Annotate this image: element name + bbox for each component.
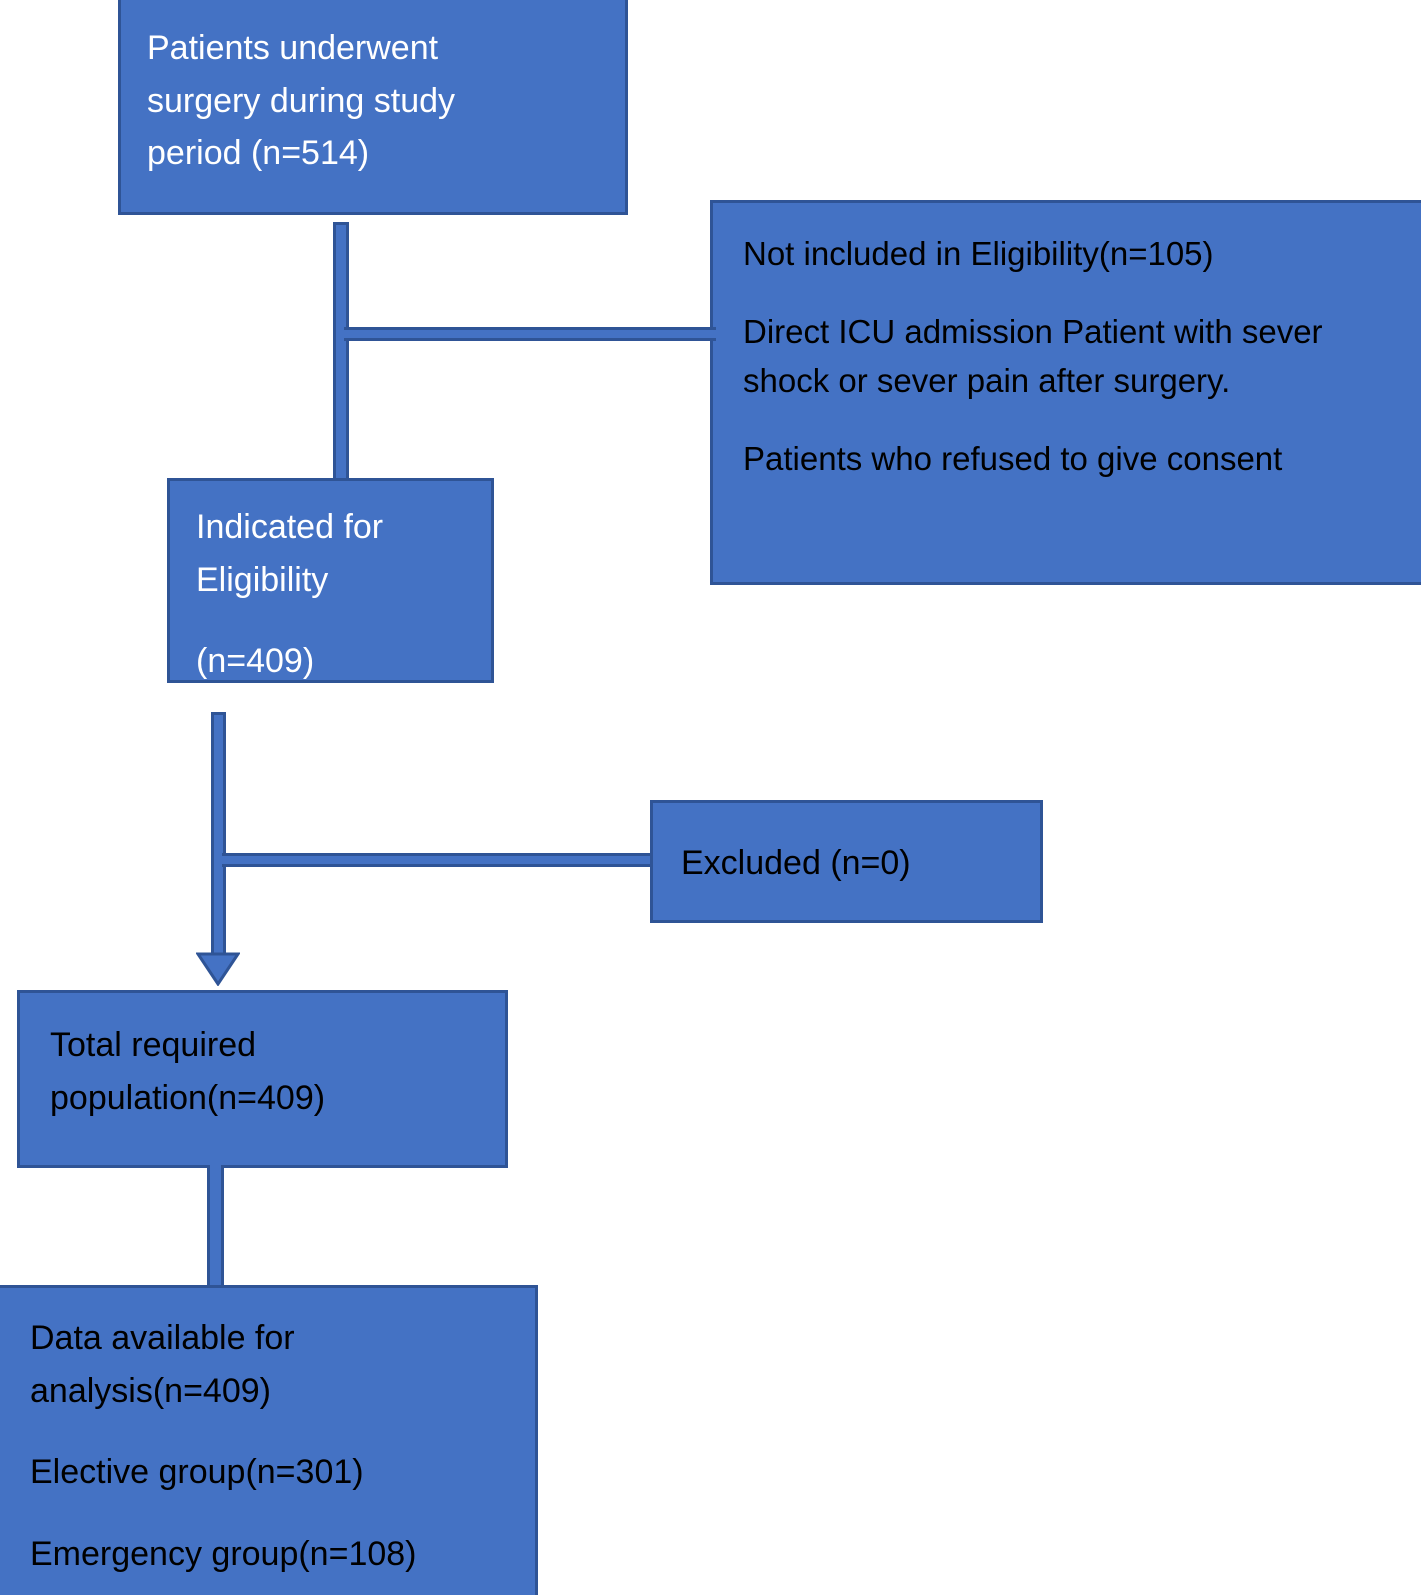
enrolled-line-2: surgery during study [147, 81, 456, 120]
not-included-line-1: Not included in Eligibility(n=105) [743, 235, 1214, 272]
eligibility-line-2: Eligibility [196, 560, 329, 599]
excluded-line-1: Excluded (n=0) [681, 844, 911, 882]
excluded-box: Excluded (n=0) [650, 800, 1043, 923]
not-included-box: Not included in Eligibility(n=105) Direc… [710, 200, 1421, 585]
connector-enrolled-to-not-included [344, 327, 716, 341]
connector-enrolled-to-eligibility [333, 222, 349, 480]
eligibility-line-1: Indicated for [196, 508, 384, 546]
total-population-line-1: Total required [50, 1026, 257, 1064]
analysis-line-1: Data available for [30, 1319, 295, 1357]
indicated-for-eligibility-box: Indicated for Eligibility (n=409) [167, 478, 494, 683]
connector-eligibility-to-excluded [222, 853, 656, 867]
not-included-line-3: Patients who refused to give consent [743, 439, 1283, 477]
enrolled-line-3: period (n=514) [147, 134, 370, 173]
connector-total-population-to-analysis [207, 1165, 224, 1289]
arrowhead-down-icon [195, 952, 241, 987]
analysis-line-2: analysis(n=409) [30, 1371, 271, 1410]
total-population-line-2: population(n=409) [50, 1078, 326, 1117]
connector-eligibility-to-total-population [211, 712, 226, 957]
not-included-line-2: Direct ICU admission Patient with sever … [743, 312, 1323, 400]
patients-underwent-surgery-box: Patients underwent surgery during study … [118, 0, 628, 215]
data-available-for-analysis-box: Data available for analysis(n=409) Elect… [0, 1285, 538, 1595]
enrolled-line-1: Patients underwent [147, 29, 439, 67]
analysis-line-4: Emergency group(n=108) [30, 1534, 417, 1573]
arrowhead-down-svg [195, 952, 241, 987]
analysis-line-3: Elective group(n=301) [30, 1453, 364, 1492]
total-required-population-box: Total required population(n=409) [17, 990, 508, 1168]
eligibility-line-3: (n=409) [196, 642, 315, 681]
